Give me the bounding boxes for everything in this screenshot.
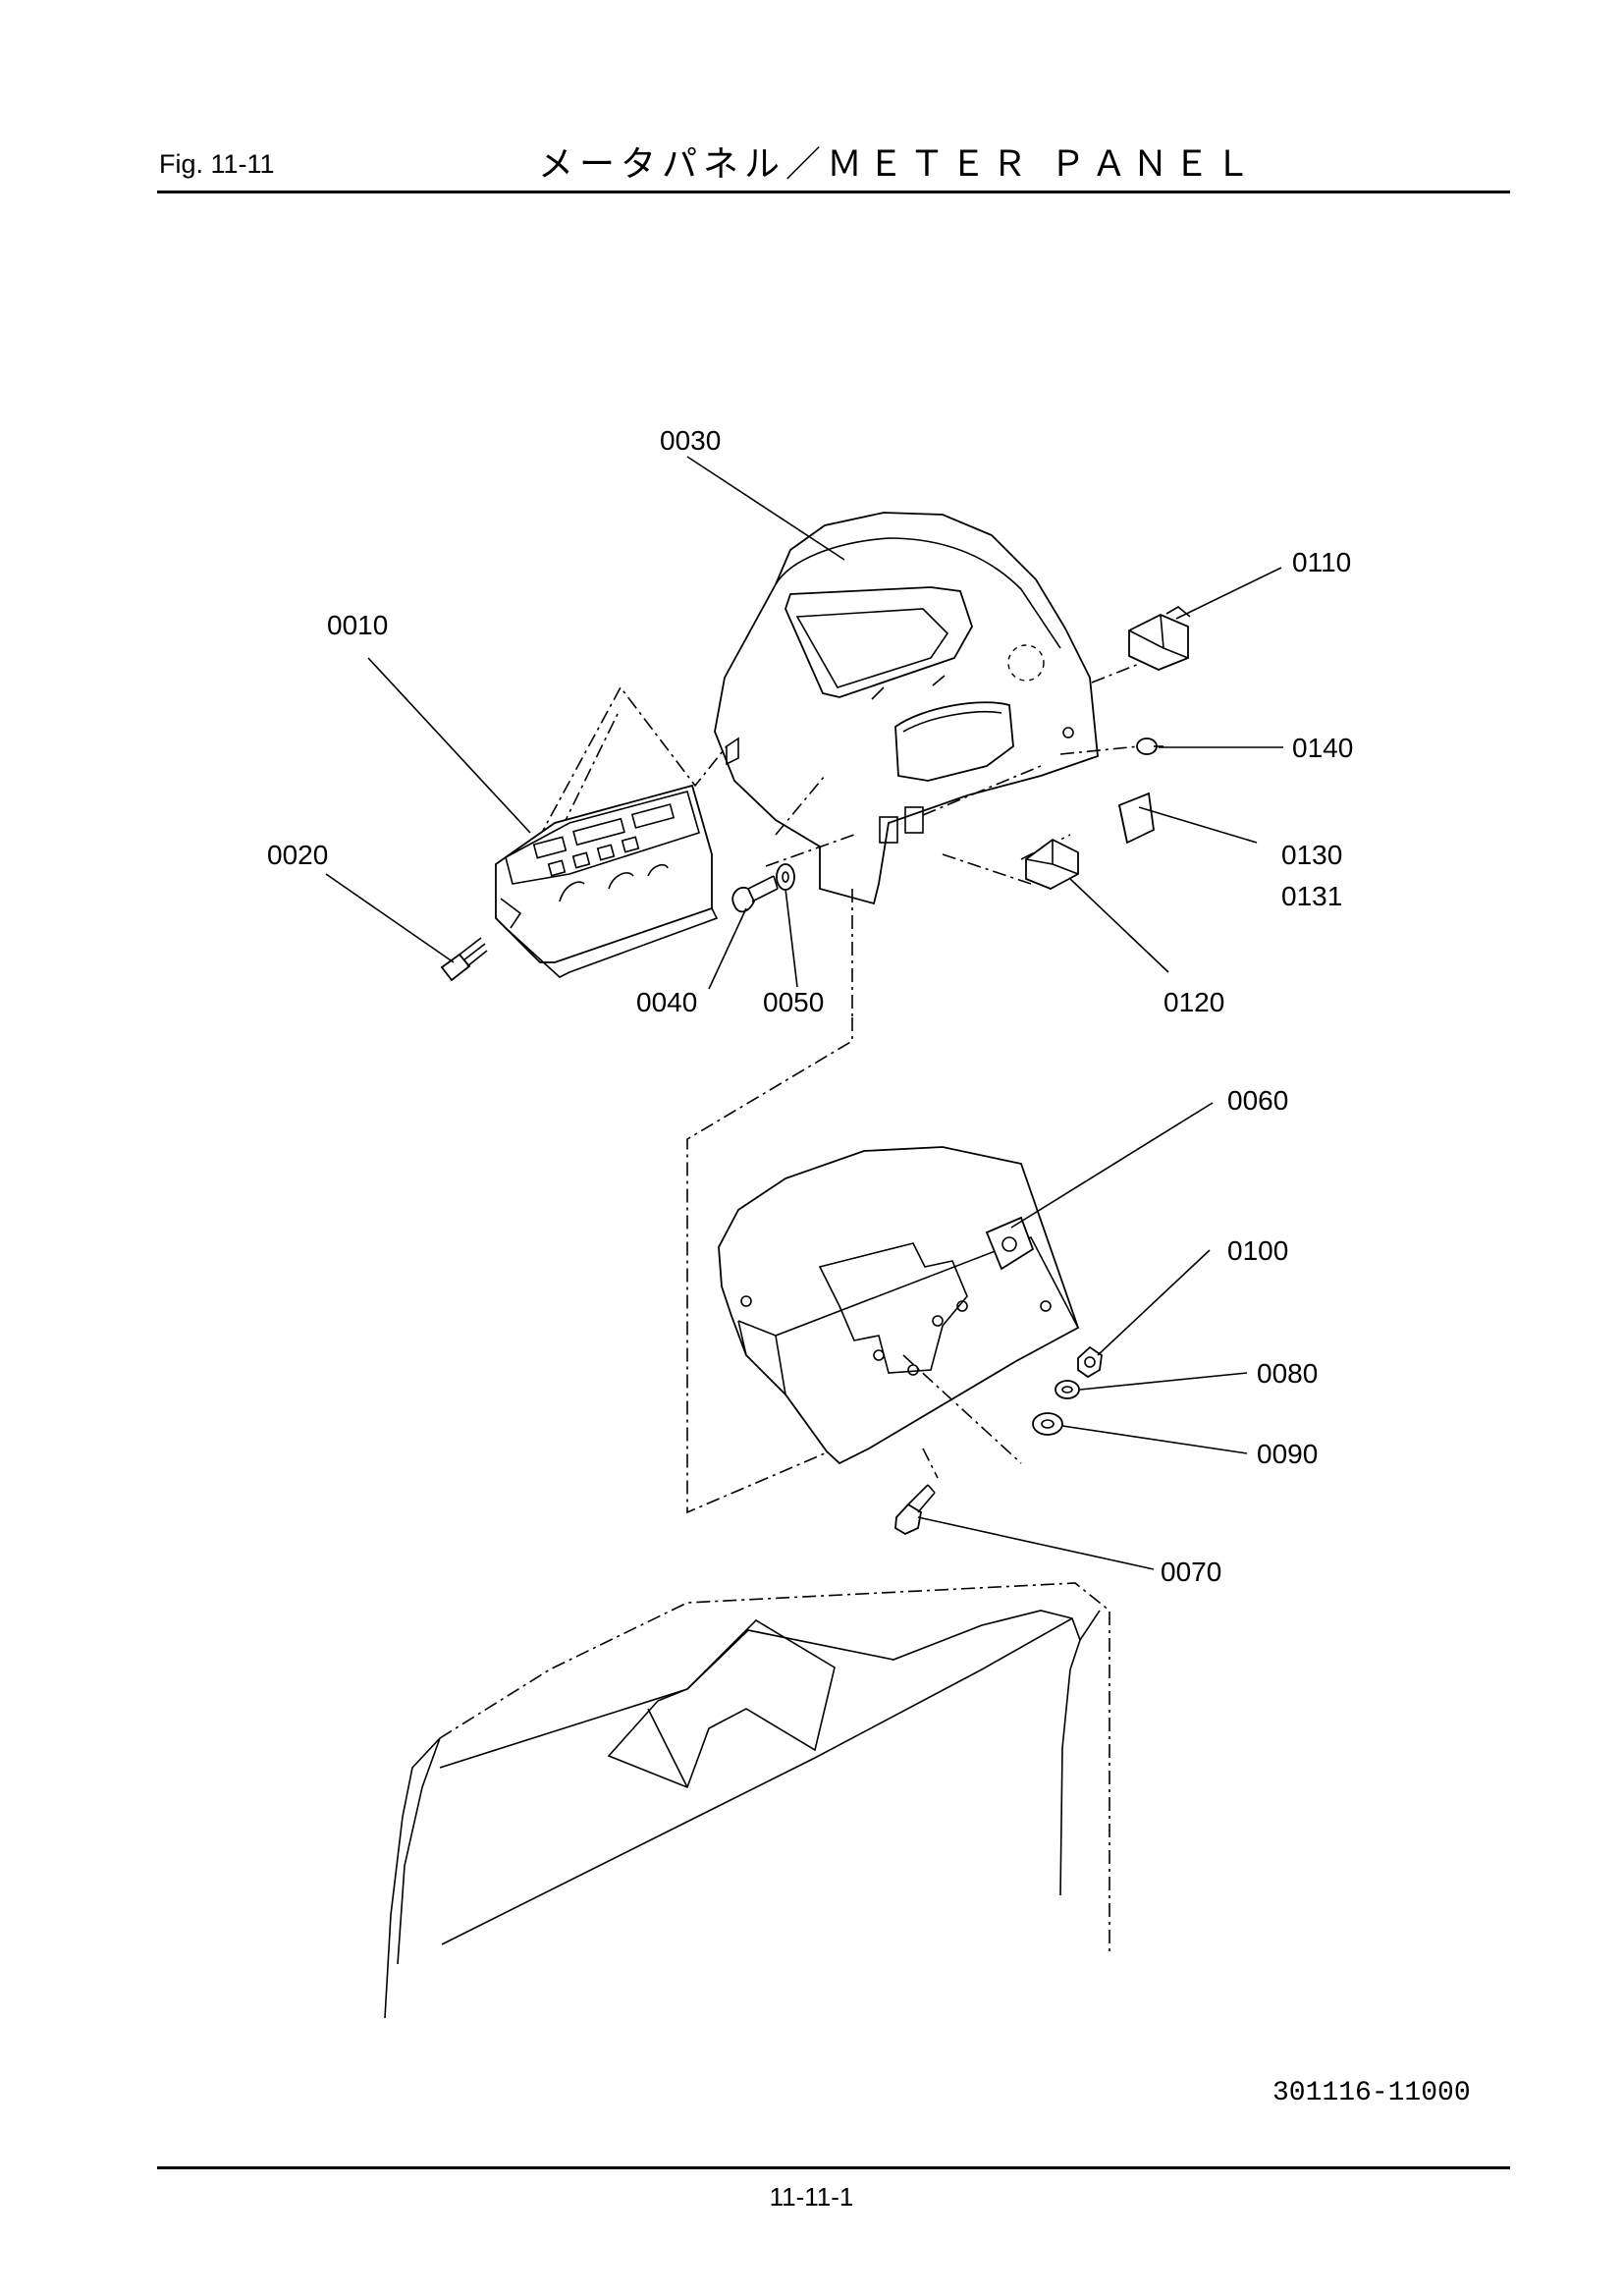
part-label-0080: 0080 (1257, 1358, 1318, 1389)
bolt-0070-illustration (894, 1484, 936, 1536)
nut-0100-illustration (1077, 1345, 1103, 1379)
plug-0140-illustration (1136, 738, 1163, 755)
part-label-0131: 0131 (1281, 881, 1342, 911)
part-label-0100: 0100 (1227, 1235, 1288, 1266)
part-label-0050: 0050 (763, 987, 824, 1017)
page-number: 11-11-1 (769, 2182, 854, 2212)
page-title: メータパネル／ＭＥＴＥＲ ＰＡＮＥＬ (538, 144, 1257, 185)
part-label-0020: 0020 (267, 840, 328, 870)
dashboard-console-illustration (384, 1582, 1110, 2019)
washer-0080-illustration (1055, 1380, 1080, 1399)
screw-0040-illustration (731, 875, 779, 913)
part-label-0040: 0040 (636, 987, 697, 1017)
bracket-plate-illustration (718, 1146, 1080, 1479)
drawing-reference-number: 301116-11000 (1272, 2078, 1471, 2108)
part-label-0120: 0120 (1163, 987, 1224, 1017)
part-label-0090: 0090 (1257, 1439, 1318, 1469)
cap-0130-illustration (1117, 792, 1155, 845)
footer-rule (157, 2166, 1510, 2169)
leader-lines (325, 456, 1283, 1570)
switch-0110-illustration (1128, 606, 1191, 671)
figure-number: Fig. 11-11 (159, 149, 275, 179)
meter-unit-illustration (495, 784, 719, 978)
part-label-0130: 0130 (1281, 840, 1342, 870)
washer-0090-illustration (1032, 1412, 1063, 1436)
part-label-0010: 0010 (327, 610, 388, 640)
washer-0050-illustration (776, 863, 795, 891)
part-label-0070: 0070 (1161, 1557, 1221, 1587)
part-label-0140: 0140 (1292, 733, 1353, 763)
part-label-0060: 0060 (1227, 1085, 1288, 1116)
screw-0020-illustration (440, 937, 488, 982)
meter-panel-cover-illustration (714, 512, 1099, 905)
header-rule (157, 191, 1510, 193)
part-label-0110: 0110 (1292, 547, 1351, 577)
switch-0120-illustration (1025, 838, 1079, 890)
part-label-0030: 0030 (660, 425, 721, 456)
